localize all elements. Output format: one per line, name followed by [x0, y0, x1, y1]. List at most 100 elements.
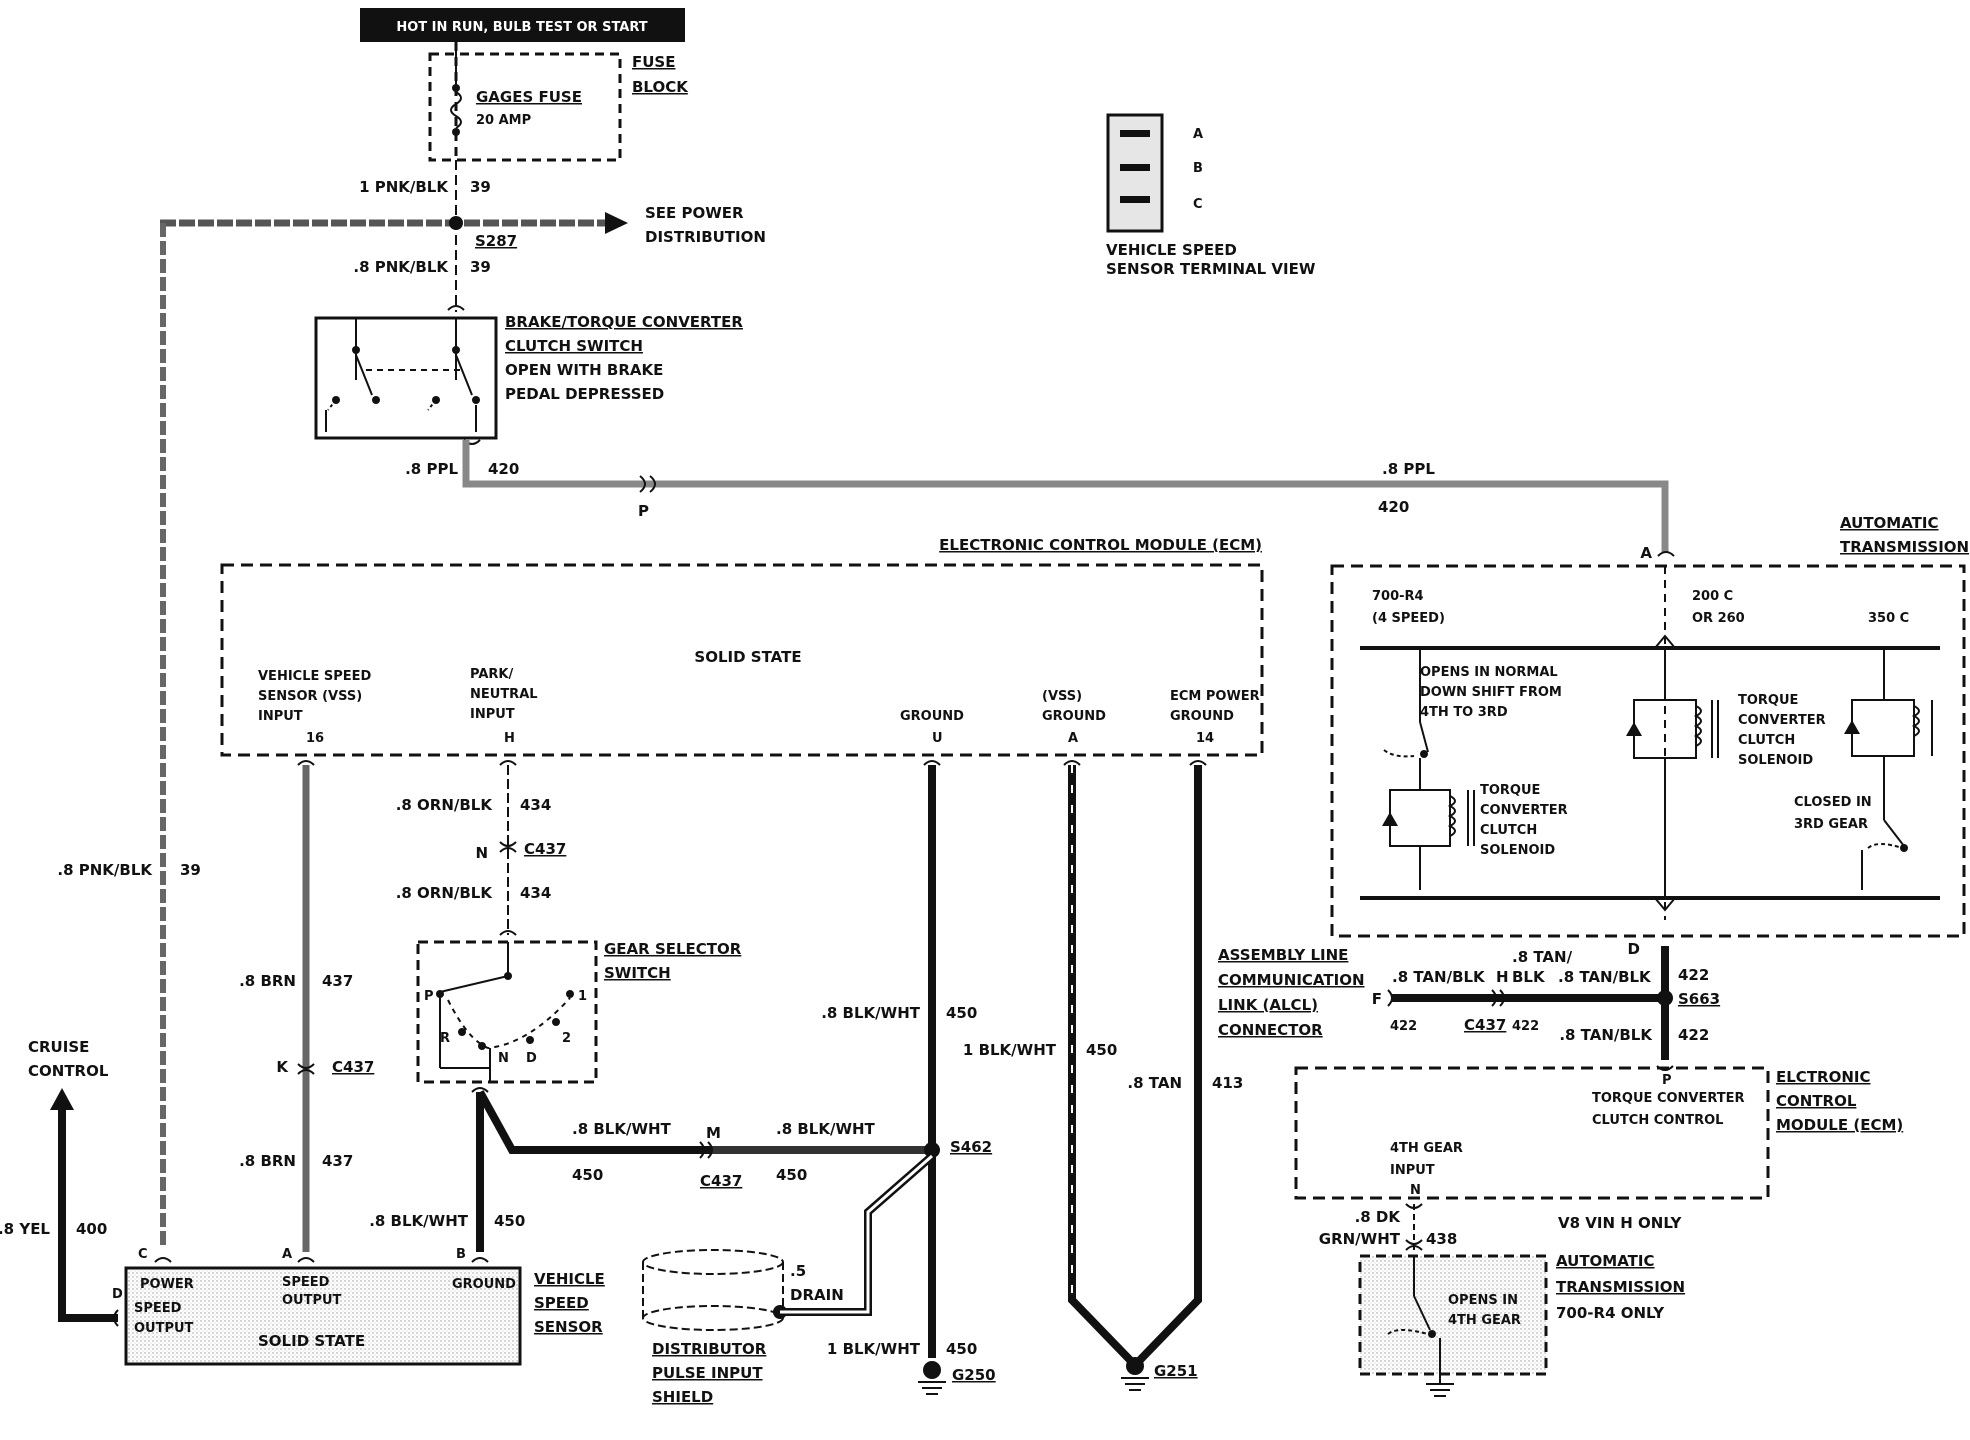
grn-circuit: 438 — [1426, 1230, 1457, 1248]
alcl-size-a: .8 TAN/BLK — [1392, 968, 1486, 986]
distributor-label-3: SHIELD — [652, 1388, 713, 1406]
brake-switch-note-2: PEDAL DEPRESSED — [505, 385, 664, 403]
ecm-pn-label-3: INPUT — [470, 707, 515, 722]
at2-title-3: 700-R4 ONLY — [1556, 1304, 1665, 1322]
vss-terminal-view: A B C VEHICLE SPEED SENSOR TERMINAL VIEW — [1106, 113, 1316, 278]
ecm-lower: P TORQUE CONVERTER CLUTCH CONTROL 4TH GE… — [1294, 1066, 1903, 1232]
ecm-pin-u: U — [932, 731, 943, 746]
vss-power-label: POWER — [140, 1277, 194, 1292]
gear-p: P — [424, 989, 434, 1004]
ecm-power-label-1: ECM POWER — [1170, 689, 1260, 704]
at-pin-d: D — [1628, 940, 1640, 958]
alcl-circuit-a: 422 — [1390, 1019, 1417, 1034]
gear-switch-title-2: SWITCH — [604, 964, 671, 982]
wire-420-left-size: .8 PPL — [405, 460, 458, 478]
at-tcc-left-3: CLUTCH — [1480, 823, 1537, 838]
vss-module: C A B D POWER SPEED OUTPUT GROUND SPEED … — [112, 1247, 605, 1366]
ecm2-title-1: ELCTRONIC — [1776, 1068, 1871, 1086]
wire-39-left: .8 PNK/BLK 39 — [57, 223, 201, 1248]
alcl-title-2: COMMUNICATION — [1218, 971, 1365, 989]
ecm2-tcc-1: TORQUE CONVERTER — [1592, 1091, 1745, 1106]
fuse-block: GAGES FUSE 20 AMP FUSE BLOCK — [428, 42, 689, 162]
brn-size-2: .8 BRN — [239, 1152, 296, 1170]
at-col3: 350 C — [1868, 611, 1909, 626]
gear-out-circuit: 450 — [494, 1212, 525, 1230]
tan-circuit: 413 — [1212, 1074, 1243, 1092]
gear-n: N — [498, 1051, 509, 1066]
drain-size: .5 — [790, 1262, 806, 1280]
gear-2: 2 — [562, 1031, 571, 1046]
gear-switch-title-1: GEAR SELECTOR — [604, 940, 742, 958]
at-title-2: TRANSMISSION — [1840, 538, 1969, 556]
drain-label: DRAIN — [790, 1286, 844, 1304]
at-tcc-right-4: SOLENOID — [1738, 753, 1813, 768]
vss-speed-out-1: SPEED — [282, 1275, 330, 1290]
wire-39-top-circuit: 39 — [470, 178, 491, 196]
orn-size-1: .8 ORN/BLK — [396, 796, 494, 814]
at-closed-1: CLOSED IN — [1794, 795, 1872, 810]
alcl-size-c: .8 TAN/BLK — [1559, 1026, 1653, 1044]
alcl-connector: ASSEMBLY LINE COMMUNICATION LINK (ALCL) … — [1218, 946, 1720, 1071]
gear-r: R — [440, 1031, 450, 1046]
ecm-main: ELECTRONIC CONTROL MODULE (ECM) SOLID ST… — [220, 536, 1264, 757]
ecm-pin-a: A — [1068, 731, 1078, 746]
at2-note-1: OPENS IN — [1448, 1293, 1518, 1308]
brake-switch-title-1: BRAKE/TORQUE CONVERTER — [505, 313, 743, 331]
wire-420-left-circuit: 420 — [488, 460, 519, 478]
ecm-ground-label: GROUND — [900, 709, 964, 724]
terminal-b: B — [1193, 161, 1203, 176]
splice-s462 — [924, 1142, 940, 1158]
ecm2-pin-p: P — [1662, 1073, 1672, 1088]
cruise-line-1: CRUISE — [28, 1038, 89, 1056]
ecm-pin-16: 16 — [306, 731, 324, 746]
gear-out-size: .8 BLK/WHT — [369, 1212, 469, 1230]
fuse-name: GAGES FUSE — [476, 88, 582, 106]
ecm-power-label-2: GROUND — [1170, 709, 1234, 724]
vss-solid-state: SOLID STATE — [258, 1332, 365, 1350]
alcl-tan-1: .8 TAN/ — [1512, 948, 1573, 966]
blk-h-conn: C437 — [700, 1172, 742, 1190]
ecm-pn-label-1: PARK/ — [470, 667, 513, 682]
terminal-a: A — [1193, 127, 1203, 142]
ecm2-title-2: CONTROL — [1776, 1092, 1857, 1110]
yel-circuit: 400 — [76, 1220, 107, 1238]
vss-pin-c: C — [138, 1247, 148, 1262]
at2-title-1: AUTOMATIC — [1556, 1252, 1655, 1270]
vss-ground-label: GROUND — [452, 1277, 516, 1292]
alcl-circuit-d: 422 — [1678, 1026, 1709, 1044]
wire-39-mid-size: .8 PNK/BLK — [353, 258, 449, 276]
brake-switch-note-1: OPEN WITH BRAKE — [505, 361, 663, 379]
brake-tcc-switch: BRAKE/TORQUE CONVERTER CLUTCH SWITCH OPE… — [314, 305, 743, 445]
tan-size: .8 TAN — [1127, 1074, 1182, 1092]
wire-438: .8 DK GRN/WHT 438 — [1319, 1203, 1457, 1251]
splice-s462-label: S462 — [950, 1138, 992, 1156]
cruise-line-2: CONTROL — [28, 1062, 109, 1080]
ground-u-size: .8 BLK/WHT — [821, 1004, 921, 1022]
at-col1-2: (4 SPEED) — [1372, 611, 1445, 626]
at2-note-2: 4TH GEAR — [1448, 1313, 1521, 1328]
alcl-title-4: CONNECTOR — [1218, 1021, 1323, 1039]
brn-conn-pin: K — [276, 1058, 289, 1076]
at-tcc-right-2: CONVERTER — [1738, 713, 1826, 728]
power-banner-text: HOT IN RUN, BULB TEST OR START — [396, 20, 647, 35]
brn-circuit-1: 437 — [322, 972, 353, 990]
gear-1: 1 — [578, 989, 587, 1004]
distributor-shield: .5 DRAIN DISTRIBUTOR PULSE INPUT SHIELD — [642, 1152, 935, 1406]
grn-size-1: .8 DK — [1355, 1208, 1402, 1226]
brake-switch-title-2: CLUTCH SWITCH — [505, 337, 643, 355]
wire-39-left-size: .8 PNK/BLK — [57, 861, 153, 879]
gear-selector-switch: P 1 R N D 2 GEAR SELECTOR SWITCH — [416, 940, 742, 1084]
ecm-vssg-label-2: GROUND — [1042, 709, 1106, 724]
vss-speed-out-2: OUTPUT — [282, 1293, 342, 1308]
ground-lower-circuit: 450 — [946, 1340, 977, 1358]
wire-420-right-size: .8 PPL — [1382, 460, 1435, 478]
orn-conn: C437 — [524, 840, 566, 858]
fuse-rating: 20 AMP — [476, 113, 531, 128]
ecm2-tcc-2: CLUTCH CONTROL — [1592, 1113, 1723, 1128]
ground-g251: G251 — [1154, 1362, 1198, 1380]
vss-title-1: VEHICLE — [534, 1270, 605, 1288]
at-col2-1: 200 C — [1692, 589, 1733, 604]
ecm2-pin-n: N — [1410, 1183, 1421, 1198]
alcl-conn: C437 — [1464, 1016, 1506, 1034]
